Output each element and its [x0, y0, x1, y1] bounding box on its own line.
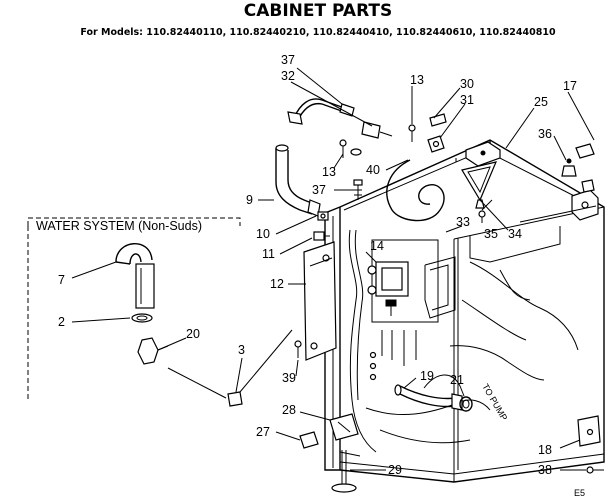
- callout-21: 21: [450, 373, 464, 387]
- fitting-10: [317, 211, 329, 221]
- callout-40: 40: [366, 163, 380, 177]
- callout-17: 17: [563, 79, 577, 93]
- screw-38: [586, 466, 604, 474]
- callout-29: 29: [388, 463, 402, 477]
- callout-20: 20: [186, 327, 200, 341]
- callout-33: 33: [456, 215, 470, 229]
- water-valve: [367, 261, 409, 316]
- callout-39: 39: [282, 371, 296, 385]
- callout-28: 28: [282, 403, 296, 417]
- screw-37: [353, 179, 363, 200]
- screw-35: [478, 210, 486, 223]
- callout-9: 9: [246, 193, 253, 207]
- callout-10: 10: [256, 227, 270, 241]
- callout-25: 25: [534, 95, 548, 109]
- callout-36: 36: [538, 127, 552, 141]
- cabinet-drawing: [324, 139, 605, 483]
- fitting-11: [313, 231, 330, 241]
- callout-7: 7: [58, 273, 65, 287]
- leg-parts: [299, 413, 359, 493]
- callout-34: 34: [508, 227, 522, 241]
- fill-hose-assembly: [287, 98, 393, 156]
- callout-31: 31: [460, 93, 474, 107]
- drain-hose-19: [394, 384, 463, 411]
- callout-11: 11: [262, 247, 275, 261]
- clip-30-31: [427, 113, 447, 153]
- callout-27: 27: [256, 425, 270, 439]
- clamp-21: [459, 396, 473, 412]
- callout-19: 19: [420, 369, 434, 383]
- side-panel-12: [303, 241, 337, 361]
- callout-37-top: 37: [281, 53, 295, 67]
- screw-13-right: [408, 124, 416, 142]
- corner-code: E5: [574, 488, 585, 498]
- callout-18: 18: [538, 443, 552, 457]
- vent-hose-9: [275, 144, 321, 217]
- callout-38: 38: [538, 463, 552, 477]
- callout-2: 2: [58, 315, 65, 329]
- callout-13-right: 13: [410, 73, 424, 87]
- model-list: For Models: 110.82440110, 110.82440210, …: [80, 27, 556, 38]
- callout-30: 30: [460, 77, 474, 91]
- callout-37-lower: 37: [312, 183, 326, 197]
- callout-14: 14: [370, 239, 384, 253]
- water-system-inset: WATER SYSTEM (Non-Suds): [27, 217, 293, 407]
- callout-32: 32: [281, 69, 295, 83]
- callout-35: 35: [484, 227, 498, 241]
- callout-12: 12: [270, 277, 284, 291]
- bracket-18: [577, 415, 601, 447]
- screw-39: [294, 340, 302, 358]
- to-pump-note: TO PUMP: [480, 382, 509, 422]
- callout-3: 3: [238, 343, 245, 357]
- callout-13-left: 13: [322, 165, 336, 179]
- leader-lines: [71, 67, 595, 471]
- page-title: CABINET PARTS: [244, 1, 393, 21]
- callout-numbers: 37 32 13 30 31 13 40 37 9 10 11 12 14 19…: [58, 53, 577, 477]
- top-right-parts: [561, 143, 595, 193]
- screw-13-left: [339, 139, 347, 158]
- water-hose-40: [386, 159, 445, 222]
- water-system-heading: WATER SYSTEM (Non-Suds): [36, 219, 202, 233]
